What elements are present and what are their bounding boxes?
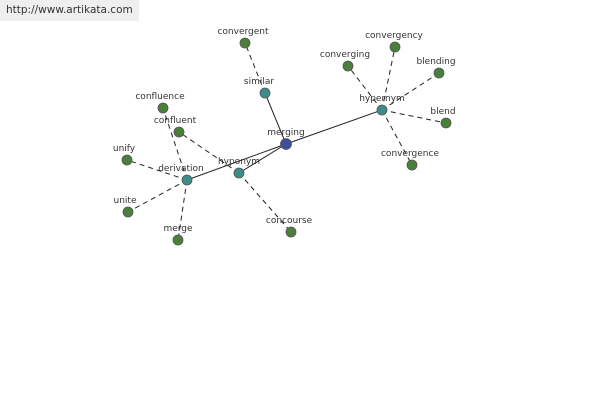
node-label-concourse: concourse bbox=[266, 216, 313, 226]
node-blend[interactable]: blend bbox=[430, 107, 456, 129]
edge-derivation-confluence bbox=[162, 107, 188, 181]
node-confluence[interactable]: confluence bbox=[135, 92, 185, 114]
edge-merging-hypernym bbox=[285, 109, 383, 145]
edge-hypernym-convergency bbox=[381, 46, 396, 111]
edge-hypernym-convergence bbox=[381, 109, 413, 166]
node-label-blend: blend bbox=[430, 107, 455, 117]
node-blending[interactable]: blending bbox=[416, 57, 456, 79]
node-unify[interactable]: unify bbox=[113, 144, 136, 166]
node-confluent[interactable]: confluent bbox=[154, 116, 197, 138]
node-converging[interactable]: converging bbox=[320, 50, 370, 72]
node-label-hyponym: hyponym bbox=[218, 157, 260, 167]
node-label-converging: converging bbox=[320, 50, 370, 60]
node-convergence[interactable]: convergence bbox=[381, 149, 439, 171]
node-label-confluence: confluence bbox=[135, 92, 185, 102]
node-label-unify: unify bbox=[113, 144, 136, 154]
edge-merging-derivation bbox=[186, 143, 287, 181]
edges-layer bbox=[126, 42, 447, 241]
node-similar[interactable]: similar bbox=[244, 77, 274, 99]
node-hypernym[interactable]: hypernym bbox=[359, 94, 405, 116]
node-label-merge: merge bbox=[163, 224, 193, 234]
edge-hyponym-concourse bbox=[238, 172, 292, 233]
node-label-convergency: convergency bbox=[365, 31, 423, 41]
node-dot-unite[interactable] bbox=[122, 206, 134, 218]
node-dot-blend[interactable] bbox=[440, 117, 452, 129]
node-convergency[interactable]: convergency bbox=[365, 31, 424, 53]
nodes-layer: merging similar hypernym hyponym derivation c… bbox=[113, 27, 456, 246]
node-dot-merging[interactable] bbox=[280, 138, 292, 150]
node-dot-similar[interactable] bbox=[259, 87, 271, 99]
edge-hyponym-confluent bbox=[178, 131, 240, 174]
edge-merging-similar bbox=[264, 92, 287, 145]
node-label-blending: blending bbox=[416, 57, 455, 67]
node-dot-unify[interactable] bbox=[121, 154, 133, 166]
node-label-derivation: derivation bbox=[158, 164, 204, 174]
node-dot-confluence[interactable] bbox=[157, 102, 169, 114]
node-dot-confluent[interactable] bbox=[173, 126, 185, 138]
node-merging[interactable]: merging bbox=[267, 128, 305, 150]
node-convergent[interactable]: convergent bbox=[217, 27, 269, 49]
node-dot-hypernym[interactable] bbox=[376, 104, 388, 116]
edge-merging-hyponym bbox=[238, 143, 287, 174]
node-dot-derivation[interactable] bbox=[181, 174, 193, 186]
node-label-convergent: convergent bbox=[217, 27, 269, 37]
node-dot-converging[interactable] bbox=[342, 60, 354, 72]
node-unite[interactable]: unite bbox=[114, 196, 137, 218]
node-dot-merge[interactable] bbox=[172, 234, 184, 246]
node-label-confluent: confluent bbox=[154, 116, 197, 126]
node-concourse[interactable]: concourse bbox=[266, 216, 313, 238]
edge-derivation-merge bbox=[177, 179, 188, 241]
edge-derivation-unify bbox=[126, 159, 188, 181]
node-label-convergence: convergence bbox=[381, 149, 439, 159]
source-url-label: http://www.artikata.com bbox=[0, 0, 139, 21]
node-derivation[interactable]: derivation bbox=[158, 164, 204, 186]
node-hyponym[interactable]: hyponym bbox=[218, 157, 260, 179]
node-label-hypernym: hypernym bbox=[359, 94, 405, 104]
node-dot-convergence[interactable] bbox=[406, 159, 418, 171]
node-dot-blending[interactable] bbox=[433, 67, 445, 79]
node-dot-hyponym[interactable] bbox=[233, 167, 245, 179]
edge-hypernym-converging bbox=[347, 65, 383, 111]
node-dot-concourse[interactable] bbox=[285, 226, 297, 238]
node-label-similar: similar bbox=[244, 77, 274, 87]
node-label-unite: unite bbox=[114, 196, 137, 206]
node-dot-convergency[interactable] bbox=[389, 41, 401, 53]
node-label-merging: merging bbox=[267, 128, 304, 138]
node-dot-convergent[interactable] bbox=[239, 37, 251, 49]
edge-derivation-unite bbox=[127, 179, 188, 213]
node-merge[interactable]: merge bbox=[163, 224, 193, 246]
edge-hypernym-blend bbox=[381, 109, 447, 124]
edge-hypernym-blending bbox=[381, 72, 440, 111]
